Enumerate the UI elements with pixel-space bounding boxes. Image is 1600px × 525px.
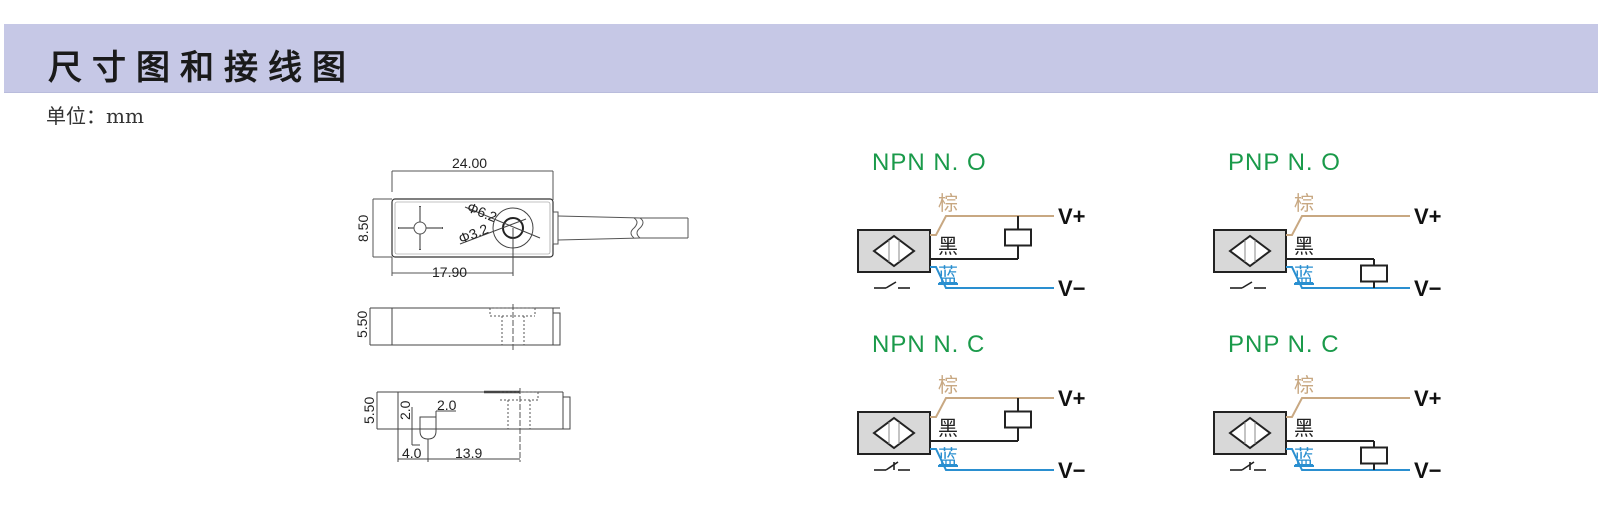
blue-wire (930, 448, 1054, 471)
black-wire-label: 黑 (938, 416, 958, 440)
dim-bottom-thickness: 5.50 (361, 397, 377, 424)
wiring-diagram-2: PNP N. O 棕黑蓝 V+ V− (1213, 149, 1442, 301)
supply-positive-label: V+ (1058, 204, 1086, 229)
brown-wire (930, 397, 1054, 418)
blue-wire-label: 蓝 (938, 445, 958, 469)
dim-side-thickness: 5.50 (354, 311, 370, 338)
dim-slot-offset: 4.0 (402, 445, 422, 461)
blue-wire-label: 蓝 (1294, 445, 1314, 469)
dim-inner-diameter: Φ3.2 (456, 220, 491, 246)
normally-closed-contact-icon (874, 461, 910, 471)
brown-wire (930, 215, 1054, 236)
unit-label: 单位：mm (46, 104, 144, 128)
dim-length: 24.00 (452, 155, 487, 171)
dim-hole-offset: 17.90 (432, 264, 467, 280)
load-icon (1004, 216, 1032, 259)
dim-height: 8.50 (355, 215, 371, 242)
brown-wire (1286, 397, 1410, 418)
brown-wire (1286, 215, 1410, 236)
brown-wire-label: 棕 (1294, 191, 1314, 215)
proximity-sensor-icon (1228, 234, 1272, 268)
proximity-sensor-icon (1228, 416, 1272, 450)
wiring-diagram-3: NPN N. C 棕黑蓝 V+ V− (857, 331, 1086, 483)
blue-wire (1286, 448, 1410, 471)
supply-positive-label: V+ (1058, 386, 1086, 411)
supply-negative-label: V− (1414, 458, 1442, 483)
proximity-sensor-icon (872, 416, 916, 450)
dim-slot-width: 2.0 (437, 397, 457, 413)
supply-negative-label: V− (1414, 276, 1442, 301)
side-view (369, 304, 561, 350)
blue-wire-label: 蓝 (938, 263, 958, 287)
normally-open-contact-icon (874, 281, 910, 289)
wiring-title: NPN N. C (872, 331, 985, 358)
brown-wire-label: 棕 (938, 373, 958, 397)
load-icon (1360, 441, 1388, 470)
top-view (372, 170, 689, 276)
brown-wire-label: 棕 (1294, 373, 1314, 397)
wiring-diagram-4: PNP N. C 棕黑蓝 V+ V− (1213, 331, 1442, 483)
normally-open-contact-icon (1230, 281, 1266, 289)
supply-positive-label: V+ (1414, 386, 1442, 411)
dim-slot-depth: 2.0 (397, 400, 413, 420)
brown-wire-label: 棕 (938, 191, 958, 215)
load-icon (1360, 259, 1388, 288)
section-header-bar (4, 24, 1598, 93)
supply-negative-label: V− (1058, 458, 1086, 483)
blue-wire (930, 266, 1054, 289)
black-wire-label: 黑 (1294, 416, 1314, 440)
proximity-sensor-icon (872, 234, 916, 268)
wiring-diagram-1: NPN N. O 棕黑蓝 V+ V− (857, 149, 1086, 301)
normally-closed-contact-icon (1230, 461, 1266, 471)
section-title: 尺寸图和接线图 (48, 48, 356, 88)
wiring-title: NPN N. O (872, 149, 987, 176)
black-wire-label: 黑 (938, 234, 958, 258)
load-icon (1004, 398, 1032, 441)
bottom-view (376, 388, 571, 462)
blue-wire (1286, 266, 1410, 289)
supply-positive-label: V+ (1414, 204, 1442, 229)
blue-wire-label: 蓝 (1294, 263, 1314, 287)
black-wire-label: 黑 (1294, 234, 1314, 258)
dim-slot-to-hole: 13.9 (455, 445, 482, 461)
wiring-title: PNP N. C (1228, 331, 1340, 358)
supply-negative-label: V− (1058, 276, 1086, 301)
wiring-title: PNP N. O (1228, 149, 1341, 176)
